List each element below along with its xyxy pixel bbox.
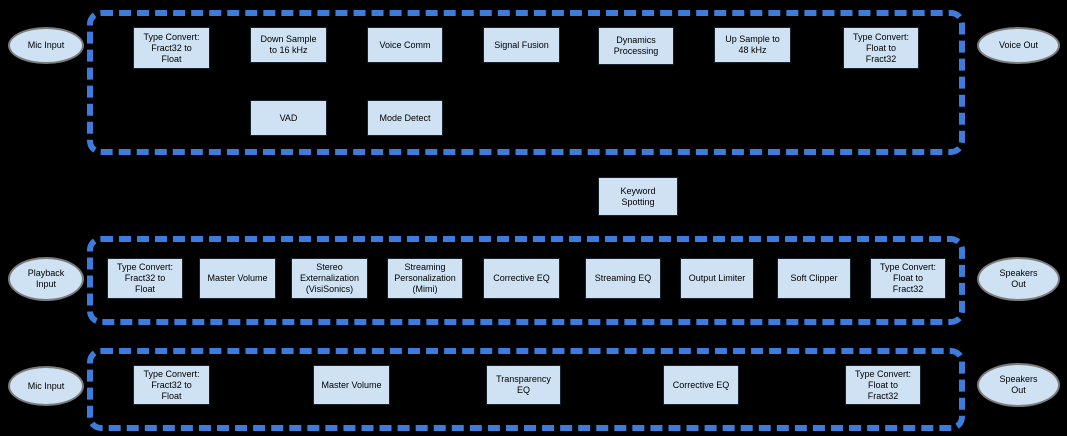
block-down-sample-16khz: Down Sample to 16 kHz [250,27,327,63]
transparency-pipeline-boundary [87,348,965,431]
block-stereo-externalization: Stereo Externalization (VisiSonics) [291,258,368,299]
block-type-convert-float-to-fract32-2: Type Convert: Float to Fract32 [870,258,946,299]
block-streaming-personalization: Streaming Personalization (Mimi) [387,258,463,299]
block-type-convert-float-to-fract32: Type Convert: Float to Fract32 [843,27,919,69]
block-mode-detect: Mode Detect [367,100,443,136]
speakers-out-terminal: Speakers Out [977,257,1060,301]
block-up-sample-48khz: Up Sample to 48 kHz [714,27,791,63]
mic-input-terminal-2: Mic Input [8,366,84,406]
block-type-convert-fract32-to-float-2: Type Convert: Fract32 to Float [107,258,183,299]
block-keyword-spotting: Keyword Spotting [598,177,678,216]
block-output-limiter: Output Limiter [680,258,754,299]
mic-input-terminal: Mic Input [8,27,84,64]
block-type-convert-fract32-to-float: Type Convert: Fract32 to Float [133,27,210,69]
block-type-convert-fract32-to-float-3: Type Convert: Fract32 to Float [133,365,210,405]
playback-pipeline-boundary [87,236,965,325]
block-corrective-eq: Corrective EQ [483,258,560,299]
voice-pipeline-boundary [87,10,965,155]
block-master-volume: Master Volume [199,258,276,299]
block-type-convert-float-to-fract32-3: Type Convert: Float to Fract32 [845,365,921,405]
speakers-out-terminal-2: Speakers Out [977,363,1060,407]
block-vad: VAD [250,100,327,136]
block-dynamics-processing: Dynamics Processing [598,27,674,65]
voice-out-terminal: Voice Out [977,27,1060,64]
block-corrective-eq-2: Corrective EQ [663,365,739,405]
playback-input-terminal: Playback Input [8,257,84,301]
block-soft-clipper: Soft Clipper [777,258,851,299]
block-transparency-eq: Transparency EQ [486,365,561,405]
block-voice-comm: Voice Comm [367,27,443,63]
block-streaming-eq: Streaming EQ [585,258,661,299]
block-signal-fusion: Signal Fusion [483,27,560,63]
block-master-volume-2: Master Volume [313,365,390,405]
